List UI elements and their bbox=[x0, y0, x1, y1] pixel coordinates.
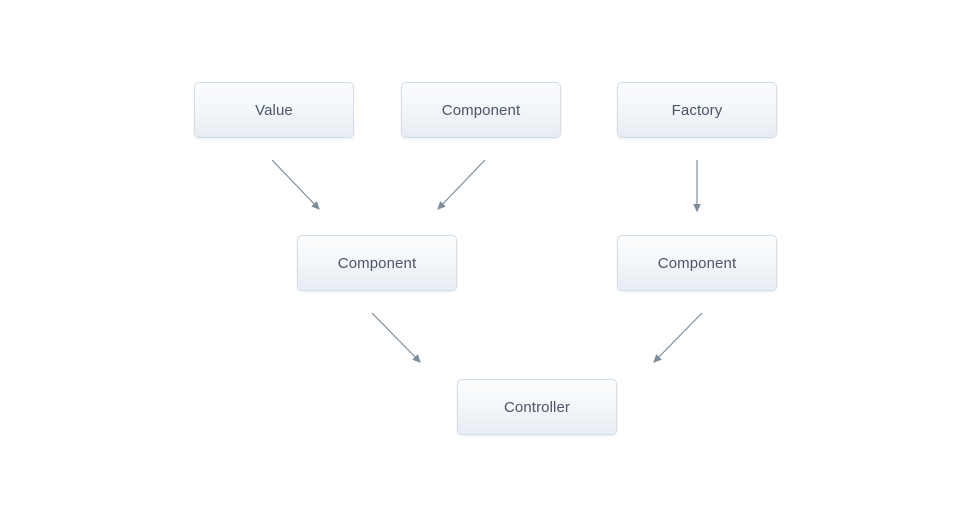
node-label: Component bbox=[337, 254, 417, 272]
edge-component-top-to-component-mid-left bbox=[437, 159, 486, 210]
node-label: Component bbox=[657, 254, 737, 272]
node-value[interactable]: Value bbox=[194, 82, 354, 138]
node-label: Factory bbox=[671, 101, 723, 119]
node-label: Value bbox=[255, 101, 293, 119]
node-component-mid-left[interactable]: Component bbox=[297, 235, 457, 291]
edge-component-mid-right-to-controller bbox=[653, 312, 703, 363]
node-controller[interactable]: Controller bbox=[457, 379, 617, 435]
edge-component-mid-left-to-controller bbox=[371, 312, 421, 363]
node-factory[interactable]: Factory bbox=[617, 82, 777, 138]
node-component-top[interactable]: Component bbox=[401, 82, 561, 138]
node-label: Component bbox=[441, 101, 521, 119]
node-label: Controller bbox=[503, 398, 571, 416]
node-component-mid-right[interactable]: Component bbox=[617, 235, 777, 291]
edge-value-to-component-mid-left bbox=[271, 159, 320, 210]
